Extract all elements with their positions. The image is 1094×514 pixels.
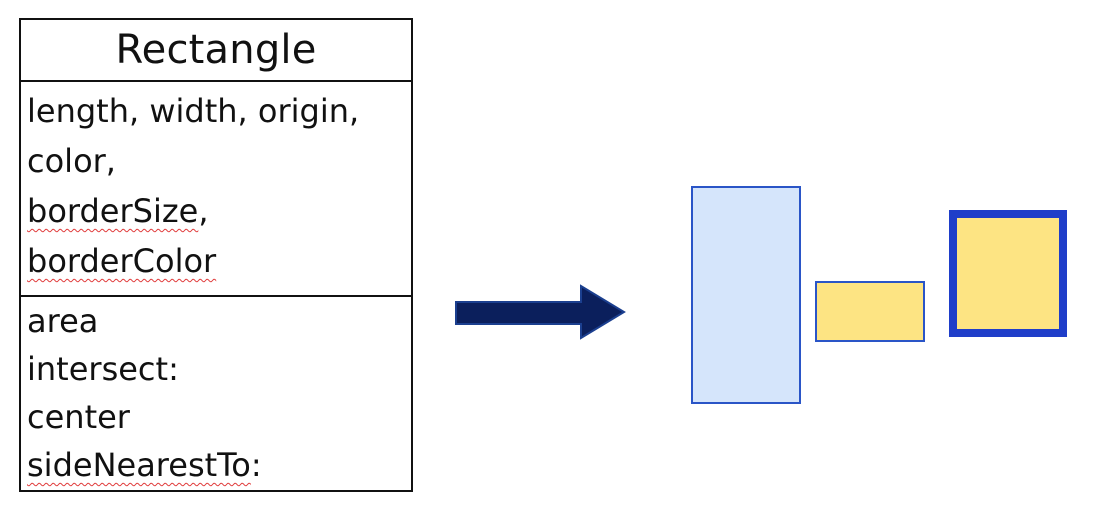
method-line: area	[27, 302, 99, 340]
attribute-suffix: ,	[198, 192, 209, 230]
misspelled-word: borderColor	[27, 242, 217, 280]
right-arrow-icon	[455, 284, 626, 340]
attribute-line: borderColor	[27, 236, 411, 286]
uml-class-box: Rectangle length, width, origin, color, …	[19, 18, 413, 492]
thick-bordered-yellow-rectangle	[949, 210, 1067, 337]
method-line: center	[27, 398, 130, 436]
small-yellow-rectangle	[815, 281, 925, 342]
method-line: sideNearestTo:	[27, 441, 411, 489]
misspelled-word: borderSize	[27, 192, 199, 230]
misspelled-word: sideNearestTo	[27, 446, 251, 484]
attribute-line: borderSize,	[27, 186, 411, 236]
class-name: Rectangle	[21, 20, 411, 82]
method-line: intersect:	[27, 350, 179, 388]
methods-section: area intersect: center sideNearestTo:	[21, 297, 411, 489]
attributes-section: length, width, origin, color, borderSize…	[21, 82, 411, 297]
attribute-line: color,	[27, 142, 116, 180]
method-suffix: :	[250, 446, 262, 484]
arrow-shape	[455, 284, 626, 340]
attribute-line: length, width, origin,	[27, 92, 360, 130]
tall-blue-rectangle	[691, 186, 801, 404]
